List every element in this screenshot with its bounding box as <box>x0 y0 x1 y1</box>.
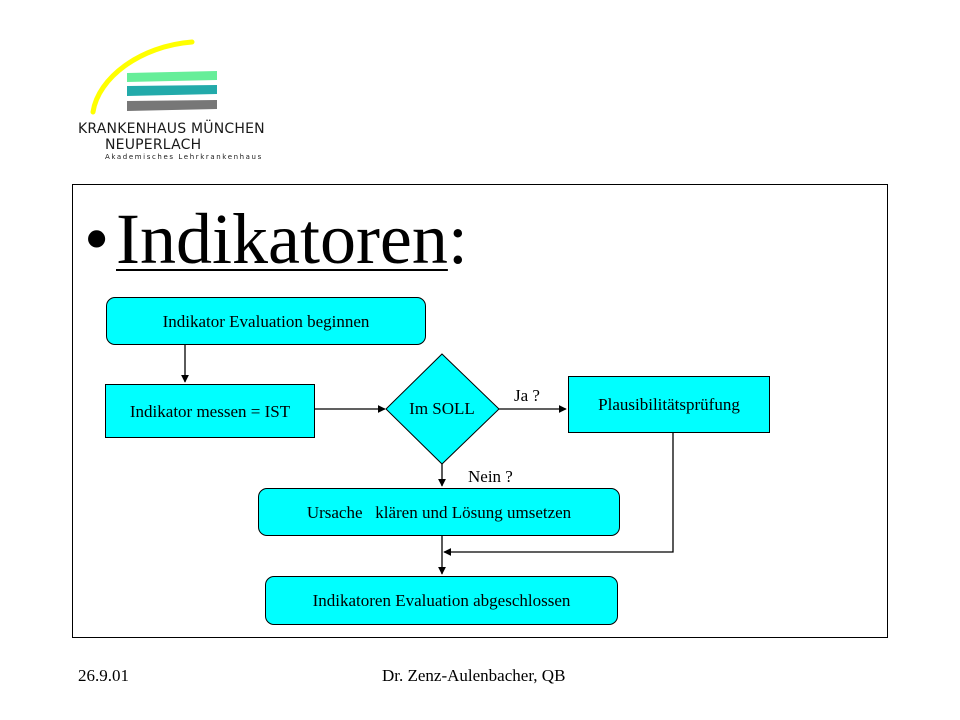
edge-label-yes: Ja ? <box>514 386 540 405</box>
logo-text-line3: Akademisches Lehrkrankenhaus <box>105 153 263 161</box>
edge-plausibility-return <box>443 433 674 556</box>
node-plausibility-label: Plausibilitätsprüfung <box>598 395 740 414</box>
node-end: Indikatoren Evaluation abgeschlossen <box>265 576 618 625</box>
hospital-logo <box>90 39 217 115</box>
footer-date: 26.9.01 <box>78 666 129 685</box>
logo-stripe-green <box>127 71 217 82</box>
logo-stripe-teal <box>127 85 217 96</box>
node-start: Indikator Evaluation beginnen <box>106 297 426 345</box>
node-measure: Indikator messen = IST <box>105 384 315 438</box>
node-end-label: Indikatoren Evaluation abgeschlossen <box>312 591 571 610</box>
logo-text-line2: NEUPERLACH <box>105 137 202 153</box>
node-measure-label: Indikator messen = IST <box>129 401 291 421</box>
node-plausibility: Plausibilitätsprüfung <box>568 376 770 433</box>
decision-label: Im SOLL <box>409 399 475 418</box>
title-bullet: • <box>84 199 110 279</box>
footer-author: Dr. Zenz-Aulenbacher, QB <box>382 666 566 685</box>
logo-arc-icon <box>90 39 195 115</box>
logo-text-line1: KRANKENHAUS MÜNCHEN <box>78 121 265 137</box>
slide-title-colon: : <box>447 199 468 279</box>
node-cause-label: Ursache klären und Lösung umsetzen <box>306 502 572 522</box>
node-cause: Ursache klären und Lösung umsetzen <box>258 488 620 536</box>
edge-label-no: Nein ? <box>468 467 513 486</box>
logo-stripe-grey <box>127 100 217 111</box>
slide-title-word: Indikatoren <box>116 199 448 279</box>
slide-title: Indikatoren: <box>116 196 468 282</box>
slide-frame <box>72 184 888 638</box>
node-start-label: Indikator Evaluation beginnen <box>162 311 370 331</box>
